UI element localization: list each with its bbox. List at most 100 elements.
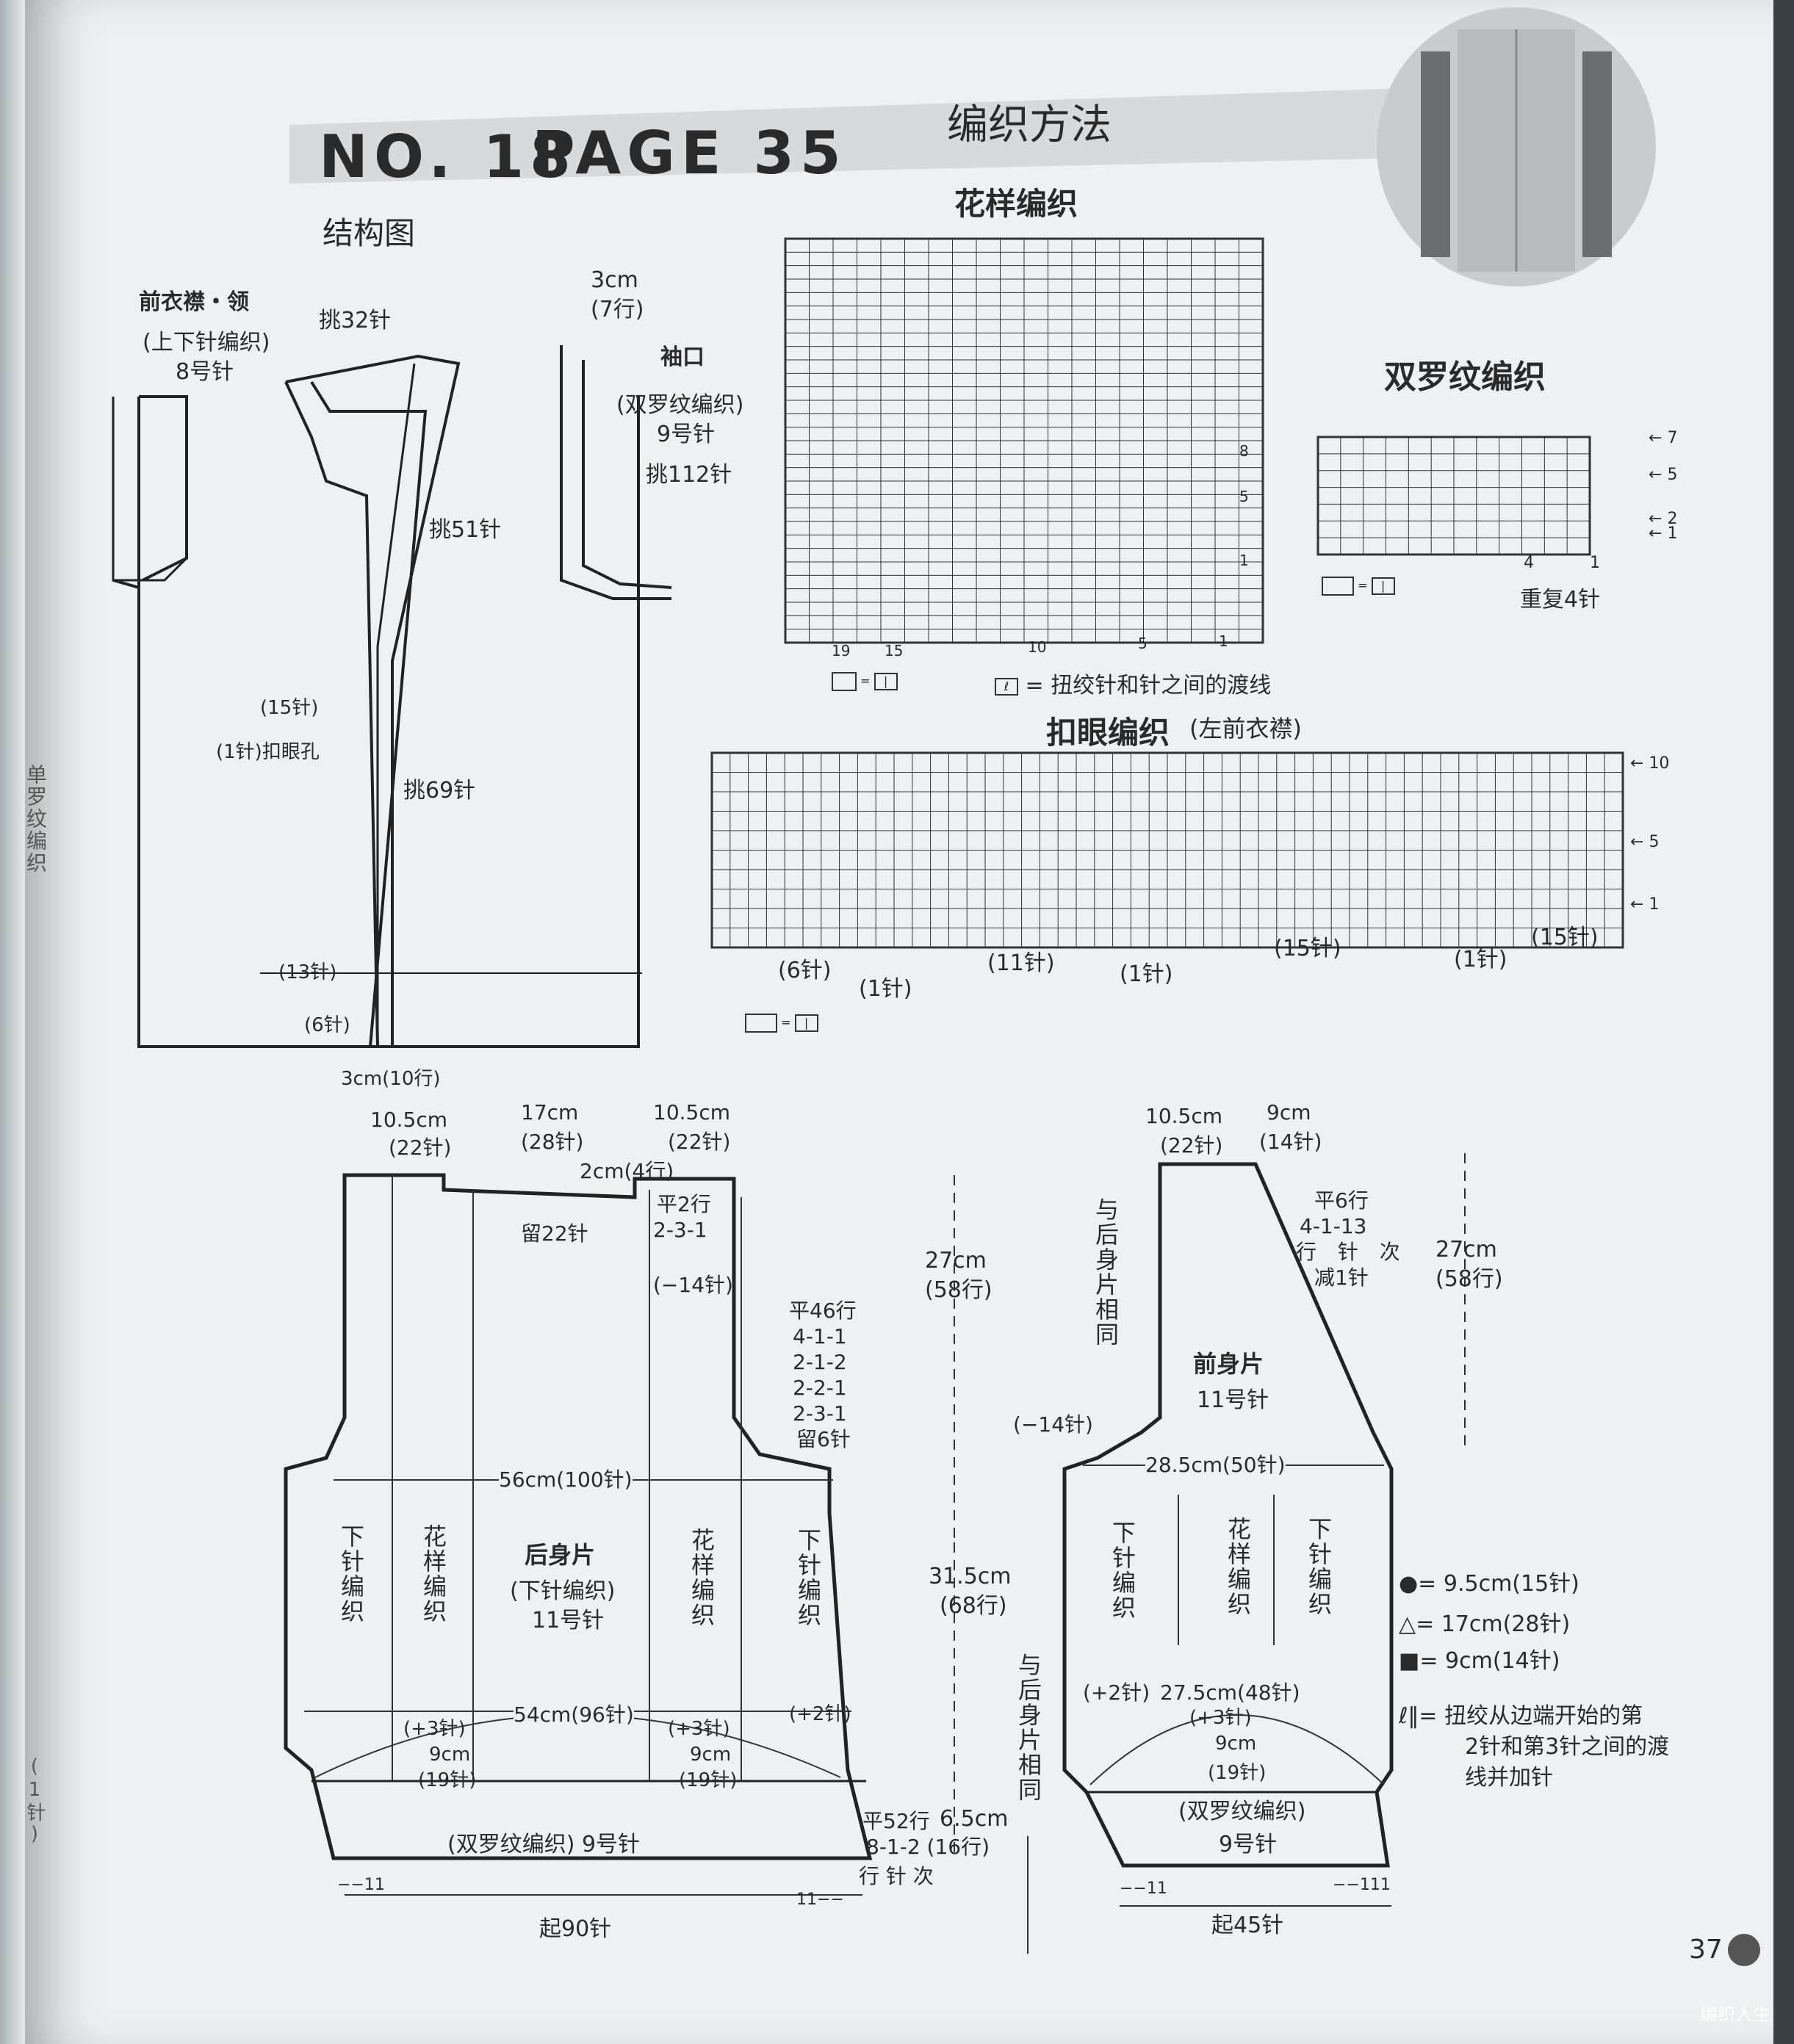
pattern-col-19: 19 bbox=[832, 642, 851, 660]
pattern-legend-box: = | bbox=[832, 672, 898, 691]
back-cast90: 起90针 bbox=[539, 1916, 612, 1942]
back-needle: 11号针 bbox=[532, 1608, 605, 1633]
bh-row-5: ← 5 bbox=[1630, 833, 1660, 851]
pattern-col-10: 10 bbox=[1028, 638, 1047, 656]
legend-dot: ●= 9.5cm(15针) bbox=[1399, 1571, 1579, 1597]
rib-col-1: 1 bbox=[1590, 554, 1600, 572]
back-neck-depth: 2cm(4行) bbox=[580, 1159, 674, 1183]
bh-legend: = | bbox=[745, 1014, 818, 1033]
front-dim-right: 9cm bbox=[1267, 1100, 1311, 1124]
legend-tri: △= 17cm(28针) bbox=[1399, 1611, 1571, 1637]
header-method: 编织方法 bbox=[947, 101, 1112, 149]
back-col-b: 花样编织 bbox=[419, 1524, 447, 1624]
back-minus14: (−14针) bbox=[653, 1273, 733, 1297]
pattern-col-5: 5 bbox=[1138, 635, 1148, 652]
rib-title: 双罗纹编织 bbox=[1384, 358, 1546, 396]
legend-twist3: 线并加针 bbox=[1465, 1765, 1553, 1791]
front-rows58: (58行) bbox=[1435, 1266, 1503, 1292]
back-col-c: 花样编织 bbox=[688, 1528, 716, 1628]
back-flat46: 平46行 bbox=[789, 1299, 857, 1323]
bh-row-1: ← 1 bbox=[1630, 895, 1660, 914]
rib-col-4: 4 bbox=[1524, 554, 1534, 572]
bh-label-1b: (1针) bbox=[1120, 961, 1173, 987]
front-body-outline bbox=[1062, 1162, 1394, 1868]
back-plus2: (+2针) bbox=[789, 1703, 851, 1725]
back-dim-right: 10.5cm bbox=[653, 1100, 731, 1124]
front-dim-left-st: (22针) bbox=[1160, 1133, 1223, 1158]
bh-label-15b: (15针) bbox=[1531, 925, 1599, 950]
pattern-row-5: 5 bbox=[1239, 488, 1249, 505]
back-flat2: 平2行 bbox=[657, 1192, 711, 1216]
back-keep6: 留6针 bbox=[796, 1427, 851, 1451]
pattern-row-8: 8 bbox=[1239, 442, 1249, 460]
book-page: NO. 18 PAGE 35 编织方法 单罗纹编织 (1针) 结构图 前衣襟・领… bbox=[24, 0, 1773, 2044]
side-tab-small1: (1针) bbox=[24, 1755, 46, 1846]
back-width56: 56cm(100针) bbox=[499, 1467, 633, 1492]
front-band-sub: (上下针编织) bbox=[143, 330, 270, 355]
back-name-sub: (下针编织) bbox=[510, 1578, 616, 1604]
front-cast45: 起45针 bbox=[1211, 1913, 1284, 1938]
cm3: 3cm bbox=[591, 267, 638, 293]
front-cm9: 9cm bbox=[1215, 1733, 1257, 1755]
front-same-as-back: 与后身片相同 bbox=[1092, 1197, 1120, 1347]
header-no: NO. 18 bbox=[319, 123, 577, 191]
buttonhole-subtitle: (左前衣襟) bbox=[1189, 715, 1302, 743]
pick51: 挑51针 bbox=[429, 517, 502, 543]
sleeve-needle: 9号针 bbox=[657, 422, 716, 447]
back-name: 后身片 bbox=[525, 1541, 596, 1569]
legend-twist: ℓ‖= 扭绞从边端开始的第 bbox=[1399, 1703, 1643, 1729]
front-width285: 28.5cm(50针) bbox=[1145, 1453, 1286, 1477]
front-needle: 11号针 bbox=[1197, 1387, 1269, 1413]
pick112: 挑112针 bbox=[646, 462, 732, 488]
legend-sq: ■= 9cm(14针) bbox=[1399, 1648, 1560, 1674]
front-s4113: 4-1-13 bbox=[1300, 1214, 1367, 1238]
front-plus3: (+3针) bbox=[1189, 1707, 1252, 1729]
pick32: 挑32针 bbox=[319, 308, 392, 333]
front-col-b: 花样编织 bbox=[1224, 1517, 1252, 1617]
back-height65: 6.5cm bbox=[940, 1806, 1009, 1832]
rib-row-7: ← 7 bbox=[1649, 429, 1678, 447]
pattern-legend: ℓ = 扭绞针和针之间的渡线 bbox=[995, 667, 1271, 699]
back-seq231: 2-3-1 bbox=[653, 1218, 707, 1242]
header-page: PAGE 35 bbox=[532, 119, 847, 187]
front-rib-needle: 9号针 bbox=[1219, 1832, 1278, 1857]
back-flat52: 平52行 bbox=[862, 1809, 930, 1833]
front-dim-left: 10.5cm bbox=[1145, 1104, 1223, 1128]
rib-row-5: ← 5 bbox=[1649, 466, 1678, 484]
bh-label-1a: (1针) bbox=[859, 976, 912, 1002]
back-s411: 4-1-1 bbox=[793, 1324, 847, 1348]
front-st19: (19针) bbox=[1208, 1762, 1267, 1784]
pattern-col-15: 15 bbox=[885, 642, 904, 660]
watermark: 编织人生 bbox=[1700, 2004, 1770, 2025]
back-dim-mid: 17cm bbox=[521, 1100, 579, 1124]
front-flat6: 平6行 bbox=[1314, 1188, 1369, 1213]
sleeve-title: 袖口 bbox=[660, 344, 705, 370]
back-plus3b: (+3针) bbox=[668, 1718, 730, 1740]
back-plus3a: (+3针) bbox=[403, 1718, 466, 1740]
front-col-c: 下针编织 bbox=[1305, 1517, 1333, 1617]
buttonhole-title: 扣眼编织 bbox=[1046, 715, 1170, 751]
st6: (6针) bbox=[304, 1014, 350, 1036]
side-tab-label: 单罗纹编织 bbox=[24, 764, 48, 874]
back-cm9b: 9cm bbox=[690, 1744, 732, 1766]
back-s212: 2-1-2 bbox=[793, 1350, 847, 1374]
bh-label-15a: (15针) bbox=[1274, 936, 1341, 961]
back-rows68: (68行) bbox=[940, 1593, 1007, 1619]
sleeve-sub: (双罗纹编织) bbox=[616, 392, 744, 418]
back-col-a: 下针编织 bbox=[337, 1524, 365, 1624]
rib-repeat: 重复4针 bbox=[1520, 587, 1601, 613]
buttonhole-label: (1针)扣眼孔 bbox=[216, 741, 320, 763]
back-height315: 31.5cm bbox=[929, 1564, 1012, 1589]
front-minus14: (−14针) bbox=[1013, 1412, 1093, 1437]
pattern-row-1: 1 bbox=[1239, 552, 1249, 569]
back-s231: 2-3-1 bbox=[793, 1401, 847, 1426]
spine-strip bbox=[0, 0, 25, 2044]
front-rib: (双罗纹编织) bbox=[1178, 1799, 1306, 1824]
back-st19b: (19针) bbox=[679, 1769, 738, 1791]
bh-label-11: (11针) bbox=[987, 950, 1055, 976]
page-lines bbox=[112, 7, 1760, 1966]
back-rows58: (58行) bbox=[925, 1277, 993, 1303]
bh-row-10: ← 10 bbox=[1630, 754, 1670, 773]
front-name: 前身片 bbox=[1193, 1350, 1264, 1378]
bh-label-6: (6针) bbox=[778, 958, 832, 983]
